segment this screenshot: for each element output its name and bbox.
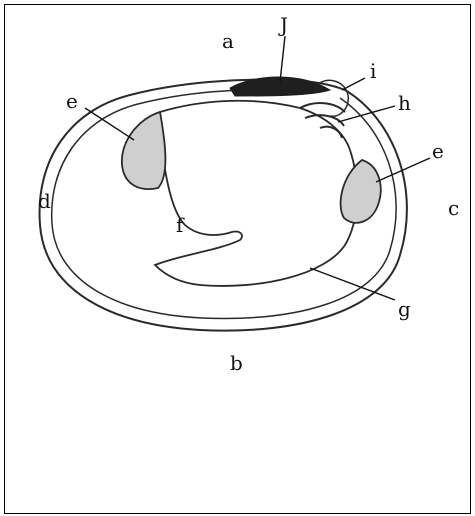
leader-line-h <box>338 106 395 122</box>
label-c: c <box>448 196 459 220</box>
leader-line-i <box>342 78 365 90</box>
label-j: J <box>278 13 288 37</box>
label-i: i <box>370 59 376 83</box>
label-h: h <box>398 91 411 115</box>
label-e-right: e <box>432 139 444 163</box>
adductor-scar-anterior <box>122 112 166 189</box>
hinge-teeth <box>300 103 345 138</box>
adductor-scar-posterior <box>341 160 381 223</box>
pallial-line <box>155 101 357 286</box>
label-d: d <box>38 189 51 213</box>
label-a: a <box>222 29 234 53</box>
label-f: f <box>176 213 185 237</box>
label-e-left: e <box>66 89 78 113</box>
leader-line-j <box>280 36 285 82</box>
leader-line-g <box>310 268 395 300</box>
label-g: g <box>398 297 411 321</box>
leader-line-e-left <box>85 108 134 140</box>
label-b: b <box>230 351 243 375</box>
